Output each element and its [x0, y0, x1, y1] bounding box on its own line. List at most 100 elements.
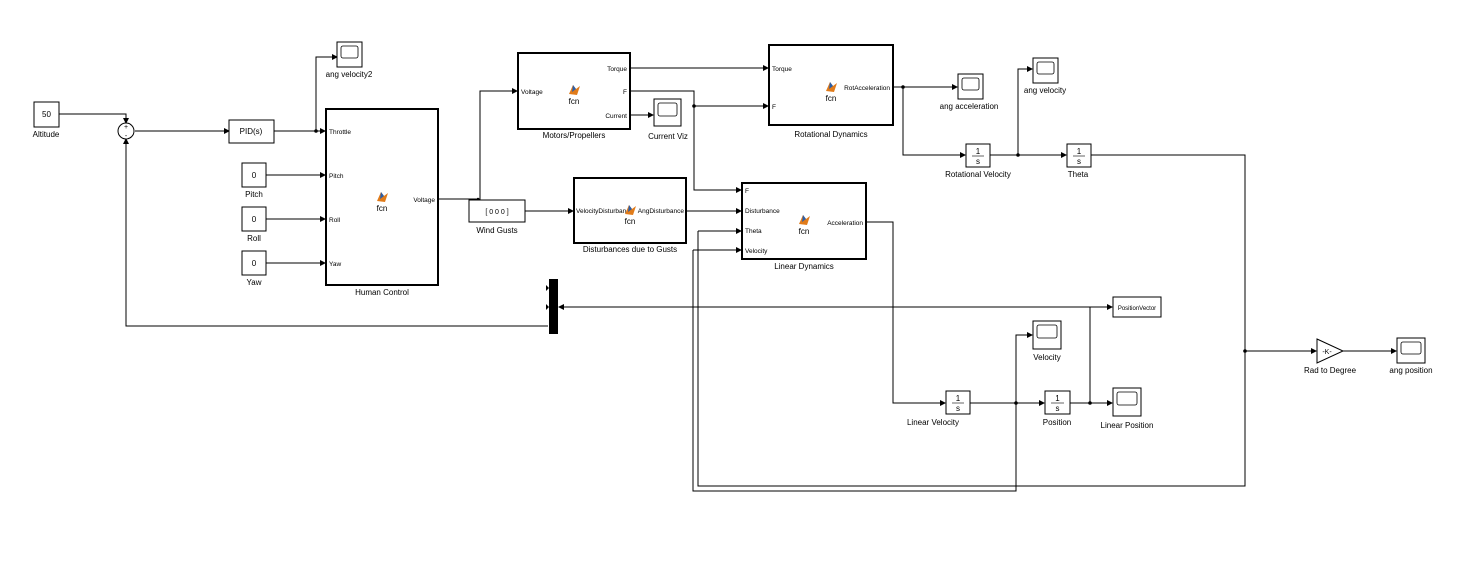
ang-velocity2-label: ang velocity2	[326, 70, 373, 79]
port-pitch: Pitch	[329, 173, 344, 180]
theta-label: Theta	[1068, 170, 1089, 179]
ang-acceleration-label: ang acceleration	[940, 102, 999, 111]
wind-gusts-block[interactable]: [ 0 0 0 ] Wind Gusts	[468, 199, 526, 235]
altitude-label: Altitude	[33, 130, 60, 139]
port-current: Current	[605, 113, 627, 120]
port-acceleration: Acceleration	[827, 220, 863, 227]
sum-block[interactable]: + -	[117, 122, 135, 140]
motors-propellers-label: Motors/Propellers	[543, 131, 606, 140]
ang-position-label: ang position	[1389, 366, 1432, 375]
sum-minus-sign: -	[125, 133, 128, 140]
port-angdisturbance: AngDisturbance	[638, 208, 685, 215]
current-viz-label: Current Viz	[648, 132, 688, 141]
velocity-scope[interactable]: Velocity	[1032, 320, 1062, 362]
port-f-in: F	[772, 104, 776, 111]
port-velocitydisturbance: VelocityDisturbance	[576, 208, 633, 215]
port-f: F	[623, 89, 627, 96]
linear-position-scope[interactable]: Linear Position	[1101, 387, 1154, 430]
yaw-block[interactable]: 0 Yaw	[241, 250, 267, 287]
scope-icon	[1116, 391, 1138, 406]
sum-plus-sign: +	[124, 124, 128, 131]
position-label: Position	[1043, 418, 1071, 427]
theta-integrator[interactable]: 1 s Theta	[1066, 143, 1092, 179]
ang-velocity2-scope[interactable]: ang velocity2	[326, 41, 373, 79]
motors-propellers-block[interactable]: Voltage Torque F Current fcn Motors/Prop…	[517, 52, 631, 140]
rad-to-degree-label: Rad to Degree	[1304, 366, 1357, 375]
human-control-label: Human Control	[355, 288, 409, 297]
wind-gusts-value: [ 0 0 0 ]	[485, 209, 508, 216]
signal-lines	[59, 54, 1397, 492]
current-viz-scope[interactable]: Current Viz	[648, 98, 688, 141]
ang-acceleration-scope[interactable]: ang acceleration	[940, 73, 999, 111]
pitch-label: Pitch	[245, 190, 263, 199]
fcn-label: fcn	[625, 217, 636, 226]
roll-label: Roll	[247, 234, 261, 243]
disturbances-label: Disturbances due to Gusts	[583, 245, 677, 254]
velocity-label: Velocity	[1033, 353, 1061, 362]
roll-block[interactable]: 0 Roll	[241, 206, 267, 243]
fcn-label: fcn	[799, 227, 810, 236]
port-torque: Torque	[607, 66, 627, 73]
ang-position-scope[interactable]: ang position	[1389, 337, 1433, 375]
scope-icon	[340, 45, 359, 59]
branch-points	[314, 85, 1247, 405]
ang-velocity-label: ang velocity	[1024, 86, 1066, 95]
integrator-denominator: s	[1077, 157, 1081, 166]
rad-to-degree-gain[interactable]: -K- Rad to Degree	[1304, 338, 1357, 375]
rotational-velocity-label: Rotational Velocity	[945, 170, 1011, 179]
wind-gusts-label: Wind Gusts	[476, 226, 517, 235]
yaw-value: 0	[252, 259, 257, 268]
scope-icon	[961, 77, 980, 91]
port-disturbance: Disturbance	[745, 208, 780, 215]
pid-text: PID(s)	[240, 127, 263, 136]
gain-text: -K-	[1322, 349, 1332, 356]
integrator-denominator: s	[976, 157, 980, 166]
integrator-numerator: 1	[976, 147, 981, 156]
yaw-label: Yaw	[247, 278, 262, 287]
linear-dynamics-label: Linear Dynamics	[774, 262, 834, 271]
pid-controller-block[interactable]: PID(s)	[228, 119, 275, 144]
pitch-block[interactable]: 0 Pitch	[241, 162, 267, 199]
scope-icon	[1400, 341, 1422, 355]
port-f-in: F	[745, 188, 749, 195]
integrator-denominator: s	[956, 404, 960, 413]
fcn-label: fcn	[377, 204, 388, 213]
rotational-velocity-integrator[interactable]: 1 s Rotational Velocity	[945, 143, 1011, 179]
position-integrator[interactable]: 1 s Position	[1043, 390, 1071, 427]
linear-position-label: Linear Position	[1101, 421, 1154, 430]
scope-icon	[657, 102, 678, 117]
position-vector-block[interactable]: PositionVector	[1112, 296, 1162, 318]
altitude-value: 50	[42, 110, 51, 119]
port-yaw: Yaw	[329, 261, 341, 268]
position-vector-text: PositionVector	[1118, 306, 1156, 312]
roll-value: 0	[252, 215, 257, 224]
human-control-block[interactable]: Throttle Pitch Roll Yaw Voltage fcn Huma…	[325, 108, 439, 297]
port-roll: Roll	[329, 217, 341, 224]
altitude-block[interactable]: 50 Altitude	[33, 101, 60, 139]
port-torque-in: Torque	[772, 66, 792, 73]
port-velocity: Velocity	[745, 248, 768, 255]
port-voltage-in: Voltage	[521, 89, 543, 96]
linear-velocity-integrator[interactable]: 1 s Linear Velocity	[907, 390, 971, 427]
scope-icon	[1036, 61, 1055, 75]
ang-velocity-scope[interactable]: ang velocity	[1024, 57, 1066, 95]
fcn-label: fcn	[569, 97, 580, 106]
port-rotacceleration: RotAcceleration	[844, 85, 890, 92]
fcn-label: fcn	[826, 94, 837, 103]
demux-block[interactable]	[546, 279, 558, 334]
disturbances-block[interactable]: VelocityDisturbance AngDisturbance fcn D…	[573, 177, 687, 254]
integrator-numerator: 1	[1055, 394, 1060, 403]
integrator-numerator: 1	[956, 394, 961, 403]
integrator-denominator: s	[1056, 404, 1060, 413]
integrator-numerator: 1	[1077, 147, 1082, 156]
linear-dynamics-block[interactable]: F Disturbance Theta Velocity Acceleratio…	[741, 182, 867, 271]
rotational-dynamics-block[interactable]: Torque F RotAcceleration fcn Rotational …	[768, 44, 894, 139]
scope-icon	[1036, 324, 1058, 339]
port-theta: Theta	[745, 228, 762, 235]
linear-velocity-label: Linear Velocity	[907, 418, 959, 427]
port-throttle: Throttle	[329, 129, 351, 136]
pitch-value: 0	[252, 171, 257, 180]
rotational-dynamics-label: Rotational Dynamics	[794, 130, 867, 139]
port-voltage: Voltage	[413, 197, 435, 204]
